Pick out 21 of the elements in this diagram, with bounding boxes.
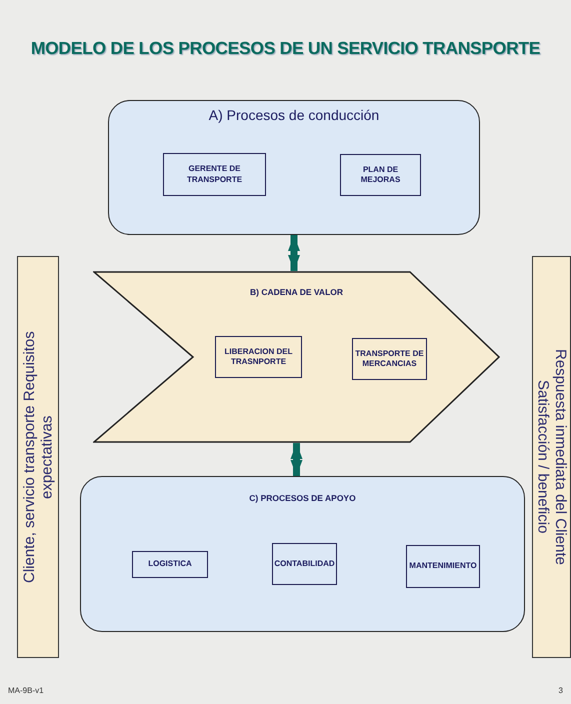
page-number: 3: [558, 686, 563, 695]
vertical-text: Respuesta inmediata del Cliente Satisfacción / beneficio: [534, 348, 569, 567]
process-box: PLAN DE MEJORAS: [340, 154, 421, 196]
vertical-text: Cliente, servicio transporte Requisitos expectativas: [20, 330, 56, 585]
footer-code: MA-9B-v1: [8, 686, 44, 695]
group-heading: A) Procesos de conducción: [208, 107, 380, 123]
process-group-box: [108, 100, 480, 235]
double-arrow: [288, 235, 300, 271]
process-box: TRANSPORTE DE MERCANCIAS: [352, 338, 427, 380]
group-heading: C) PROCESOS DE APOYO: [248, 493, 357, 503]
side-banner: [17, 256, 59, 658]
process-box: GERENTE DE TRANSPORTE: [163, 153, 266, 196]
process-group-box: [80, 476, 525, 632]
process-box: CONTABILIDAD: [272, 543, 337, 585]
title: MODELO DE LOS PROCESOS DE UN SERVICIO TRANSPORTE: [30, 38, 542, 59]
process-box: LOGISTICA: [132, 551, 208, 578]
process-box: LIBERACION DEL TRASNPORTE: [215, 336, 302, 378]
double-arrow: [290, 443, 302, 476]
group-heading: B) CADENA DE VALOR: [248, 287, 344, 297]
process-box: MANTENIMIENTO: [406, 545, 480, 588]
side-banner: [532, 256, 571, 658]
